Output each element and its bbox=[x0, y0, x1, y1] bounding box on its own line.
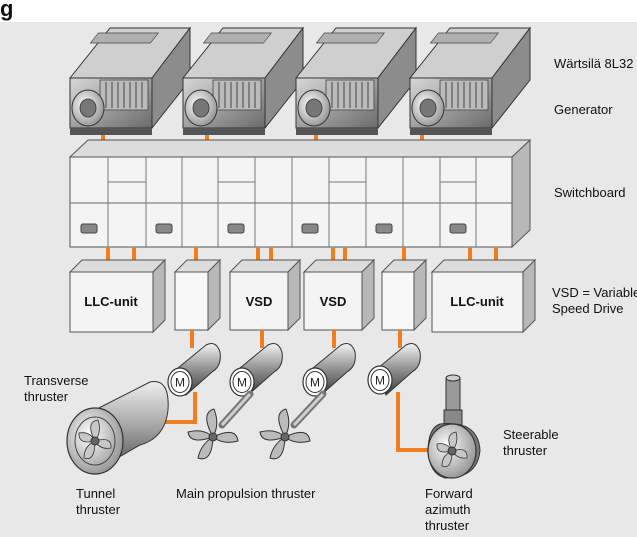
motor-3-label: M bbox=[310, 376, 320, 390]
vsd-legend-line-1: VSD = Variable bbox=[552, 285, 637, 300]
switchboard-label: Switchboard bbox=[554, 185, 626, 200]
motor-1-label: M bbox=[175, 376, 185, 390]
switchboard bbox=[70, 140, 530, 247]
steerable-label-line-2: thruster bbox=[503, 443, 548, 458]
llc-unit-right: LLC-unit bbox=[432, 260, 535, 332]
vsd-1: VSD bbox=[230, 260, 300, 330]
vsd-1-label: VSD bbox=[246, 294, 273, 309]
transverse-label-line-2: thruster bbox=[24, 389, 69, 404]
vsd-2: VSD bbox=[304, 260, 374, 330]
vsd-legend-line-2: Speed Drive bbox=[552, 301, 624, 316]
forward-label-line-3: thruster bbox=[425, 518, 470, 533]
steerable-label-line-1: Steerable bbox=[503, 427, 559, 442]
vsd-2-label: VSD bbox=[320, 294, 347, 309]
drive-box-2 bbox=[382, 260, 426, 330]
forward-label-line-1: Forward bbox=[425, 486, 473, 501]
engine-model-label: Wärtsilä 8L32 bbox=[554, 56, 633, 71]
motor-4-label: M bbox=[375, 374, 385, 388]
tunnel-label-line-2: thruster bbox=[76, 502, 121, 517]
transverse-label-line-1: Transverse bbox=[24, 373, 89, 388]
title-fragment: g bbox=[0, 0, 13, 21]
motor-2-label: M bbox=[237, 376, 247, 390]
llc-unit-left: LLC-unit bbox=[70, 260, 165, 332]
generator-label: Generator bbox=[554, 102, 613, 117]
forward-label-line-2: azimuth bbox=[425, 502, 471, 517]
llc-unit-right-label: LLC-unit bbox=[450, 294, 504, 309]
tunnel-label-line-1: Tunnel bbox=[76, 486, 115, 501]
drive-box-1 bbox=[175, 260, 220, 330]
llc-unit-left-label: LLC-unit bbox=[84, 294, 138, 309]
main-propulsion-label: Main propulsion thruster bbox=[176, 486, 316, 501]
